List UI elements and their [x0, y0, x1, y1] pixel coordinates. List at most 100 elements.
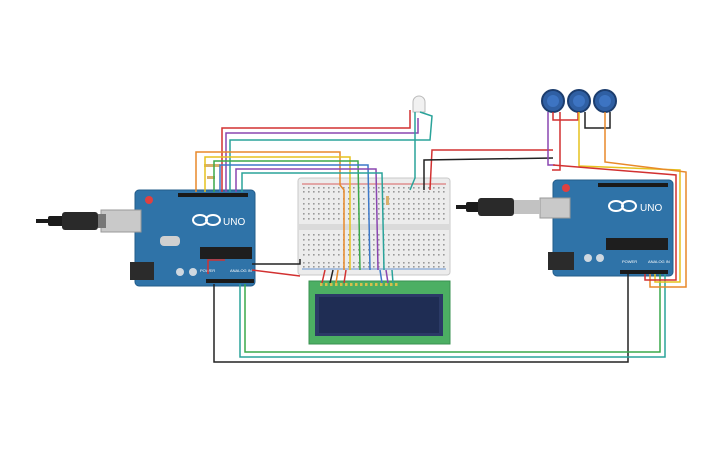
potentiometer-icon[interactable]	[541, 89, 565, 113]
breadboard-hole	[348, 254, 350, 256]
breadboard-hole	[418, 239, 420, 241]
breadboard-hole	[393, 208, 395, 210]
potentiometer-group[interactable]	[541, 89, 617, 113]
breadboard-hole	[353, 266, 355, 268]
breadboard-hole	[333, 249, 335, 251]
breadboard-hole	[348, 239, 350, 241]
breadboard-hole	[308, 191, 310, 193]
breadboard-hole	[363, 262, 365, 264]
reset-button[interactable]	[145, 196, 153, 204]
breadboard-hole	[323, 198, 325, 200]
breadboard-hole	[303, 266, 305, 268]
breadboard-hole	[428, 208, 430, 210]
lcd-pin	[345, 283, 348, 286]
breadboard-hole	[358, 254, 360, 256]
breadboard-hole	[348, 262, 350, 264]
breadboard-hole	[338, 213, 340, 215]
arduino-right[interactable]: UNO POWER ANALOG IN	[539, 179, 674, 277]
reset-button[interactable]	[562, 184, 570, 192]
breadboard-hole	[418, 198, 420, 200]
breadboard-hole	[388, 262, 390, 264]
breadboard-hole	[388, 213, 390, 215]
usb-plug-icon	[456, 198, 540, 216]
breadboard-hole	[378, 239, 380, 241]
breadboard-hole	[318, 234, 320, 236]
breadboard-hole	[308, 234, 310, 236]
breadboard-hole	[413, 254, 415, 256]
breadboard-hole	[323, 234, 325, 236]
breadboard-hole	[348, 198, 350, 200]
infinity-logo-icon	[192, 214, 221, 226]
breadboard-hole	[428, 213, 430, 215]
breadboard-hole	[408, 187, 410, 189]
resistor-icon[interactable]	[386, 196, 389, 205]
breadboard-hole	[333, 203, 335, 205]
breadboard-hole	[313, 208, 315, 210]
breadboard[interactable]	[297, 177, 451, 276]
breadboard-hole	[378, 266, 380, 268]
arduino-left[interactable]: UNO POWER ANALOG IN	[100, 189, 256, 287]
breadboard-hole	[398, 262, 400, 264]
breadboard-hole	[423, 208, 425, 210]
potentiometer-icon[interactable]	[593, 89, 617, 113]
breadboard-hole	[323, 262, 325, 264]
lcd-display[interactable]	[308, 280, 451, 345]
breadboard-hole	[423, 234, 425, 236]
breadboard-hole	[443, 262, 445, 264]
breadboard-hole	[328, 254, 330, 256]
breadboard-hole	[418, 234, 420, 236]
lcd-pin	[380, 283, 383, 286]
breadboard-hole	[423, 213, 425, 215]
breadboard-hole	[338, 203, 340, 205]
breadboard-hole	[443, 239, 445, 241]
breadboard-hole	[368, 262, 370, 264]
breadboard-hole	[338, 187, 340, 189]
potentiometer-icon[interactable]	[567, 89, 591, 113]
breadboard-hole	[418, 218, 420, 220]
breadboard-hole	[403, 191, 405, 193]
breadboard-hole	[303, 249, 305, 251]
breadboard-hole	[318, 213, 320, 215]
resistor-icon[interactable]	[204, 164, 220, 179]
breadboard-hole	[398, 266, 400, 268]
breadboard-hole	[303, 203, 305, 205]
breadboard-hole	[328, 249, 330, 251]
breadboard-hole	[338, 249, 340, 251]
breadboard-hole	[308, 249, 310, 251]
breadboard-hole	[313, 187, 315, 189]
breadboard-hole	[423, 262, 425, 264]
lcd-pin	[390, 283, 393, 286]
breadboard-hole	[413, 208, 415, 210]
breadboard-hole	[413, 239, 415, 241]
breadboard-hole	[318, 266, 320, 268]
breadboard-hole	[398, 244, 400, 246]
breadboard-hole	[303, 208, 305, 210]
breadboard-hole	[423, 249, 425, 251]
breadboard-hole	[308, 266, 310, 268]
breadboard-hole	[333, 262, 335, 264]
breadboard-hole	[403, 208, 405, 210]
breadboard-hole	[308, 198, 310, 200]
breadboard-hole	[353, 249, 355, 251]
breadboard-hole	[428, 234, 430, 236]
breadboard-hole	[443, 234, 445, 236]
breadboard-hole	[303, 262, 305, 264]
breadboard-hole	[373, 239, 375, 241]
breadboard-hole	[433, 218, 435, 220]
breadboard-hole	[308, 262, 310, 264]
breadboard-hole	[398, 239, 400, 241]
breadboard-hole	[373, 203, 375, 205]
breadboard-hole	[408, 203, 410, 205]
breadboard-hole	[403, 203, 405, 205]
breadboard-hole	[308, 203, 310, 205]
breadboard-hole	[318, 249, 320, 251]
breadboard-hole	[408, 213, 410, 215]
wire-bundle[interactable]	[195, 110, 687, 363]
breadboard-hole	[378, 234, 380, 236]
breadboard-hole	[353, 187, 355, 189]
led-icon[interactable]	[412, 95, 426, 113]
breadboard-hole	[403, 213, 405, 215]
breadboard-hole	[423, 239, 425, 241]
breadboard-hole	[398, 191, 400, 193]
